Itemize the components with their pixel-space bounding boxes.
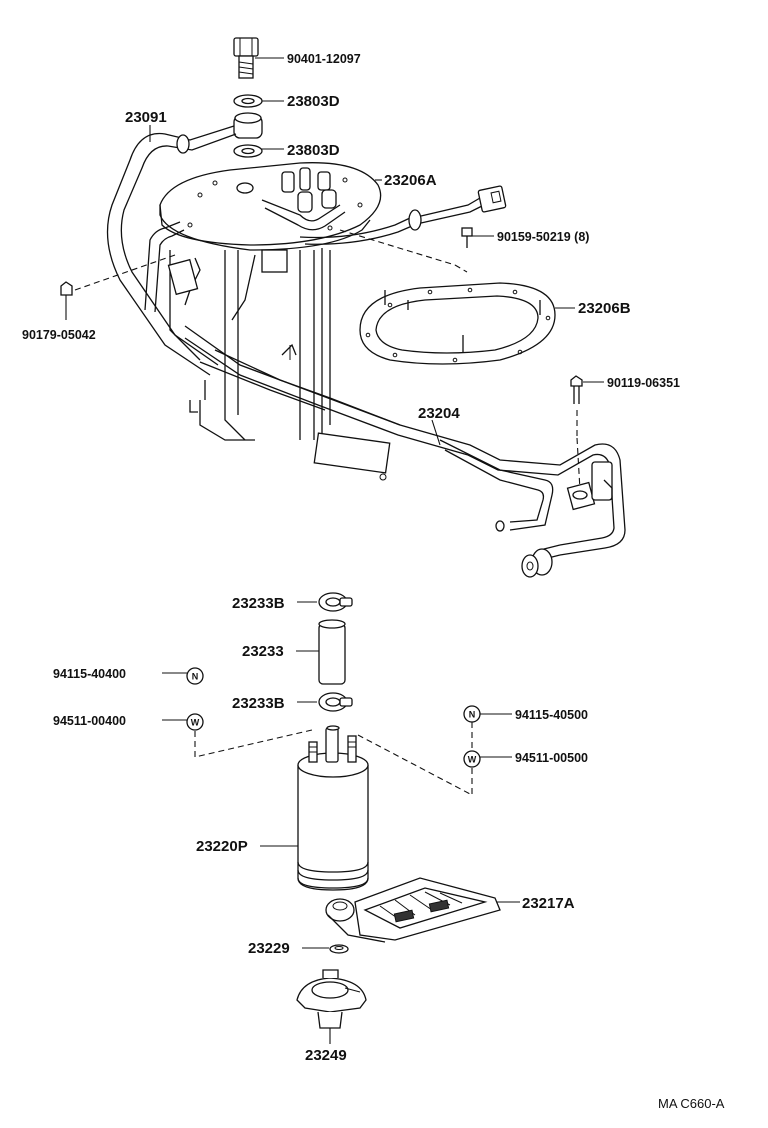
filter[interactable]: [325, 877, 501, 943]
clip-left[interactable]: [60, 281, 73, 320]
clamp-bottom[interactable]: [318, 692, 353, 712]
cushion[interactable]: [296, 969, 367, 1029]
label-clip-small: 23229: [248, 940, 290, 957]
label-hose-main: 23091: [125, 109, 167, 126]
fuel-pump[interactable]: [297, 725, 369, 891]
hose-main[interactable]: [106, 125, 237, 376]
bolt-right[interactable]: [570, 375, 583, 404]
label-bolt-top: 90401-12097: [287, 52, 361, 66]
nut-left[interactable]: N: [186, 667, 204, 685]
clamp-top[interactable]: [318, 592, 353, 612]
bracket-frame[interactable]: [167, 248, 391, 481]
hose-short[interactable]: [318, 619, 346, 685]
label-gasket-upper: 23803D: [287, 93, 340, 110]
label-clamp-bottom: 23233B: [232, 695, 285, 712]
label-washer-right: 94511-00500: [515, 751, 588, 765]
label-nut-right: 94115-40500: [515, 708, 588, 722]
label-screw-8: 90159-50219 (8): [497, 230, 589, 244]
label-fuel-pump: 23220P: [196, 838, 248, 855]
hose-joint[interactable]: [233, 112, 263, 139]
bracket-gasket[interactable]: [359, 282, 556, 365]
nut-left-symbol: N: [192, 672, 199, 682]
washer-left-symbol: W: [191, 718, 200, 728]
label-filter: 23217A: [522, 895, 575, 912]
label-tube-assy: 23204: [418, 405, 460, 422]
label-washer-left: 94511-00400: [53, 714, 126, 728]
pump-bracket[interactable]: [159, 162, 507, 251]
label-bolt-right: 90119-06351: [607, 376, 680, 390]
figure-code: MA C660-A: [658, 1096, 725, 1111]
label-clip-left: 90179-05042: [22, 328, 96, 342]
screw-8[interactable]: [461, 227, 473, 248]
washer-left[interactable]: W: [186, 713, 204, 731]
bolt-top[interactable]: [233, 37, 259, 79]
label-pump-bracket: 23206A: [384, 172, 437, 189]
label-clamp-top: 23233B: [232, 595, 285, 612]
gasket-lower[interactable]: [233, 144, 263, 158]
washer-right[interactable]: W: [463, 750, 481, 768]
washer-right-symbol: W: [468, 755, 477, 765]
nut-right-symbol: N: [469, 710, 476, 720]
clip-small[interactable]: [329, 944, 349, 954]
label-bracket-gasket: 23206B: [578, 300, 631, 317]
label-cushion: 23249: [305, 1047, 347, 1064]
gasket-upper[interactable]: [233, 94, 263, 108]
label-hose-short: 23233: [242, 643, 284, 660]
label-nut-left: 94115-40400: [53, 667, 126, 681]
nut-right[interactable]: N: [463, 705, 481, 723]
tube-assy[interactable]: [144, 221, 626, 578]
label-gasket-lower: 23803D: [287, 142, 340, 159]
